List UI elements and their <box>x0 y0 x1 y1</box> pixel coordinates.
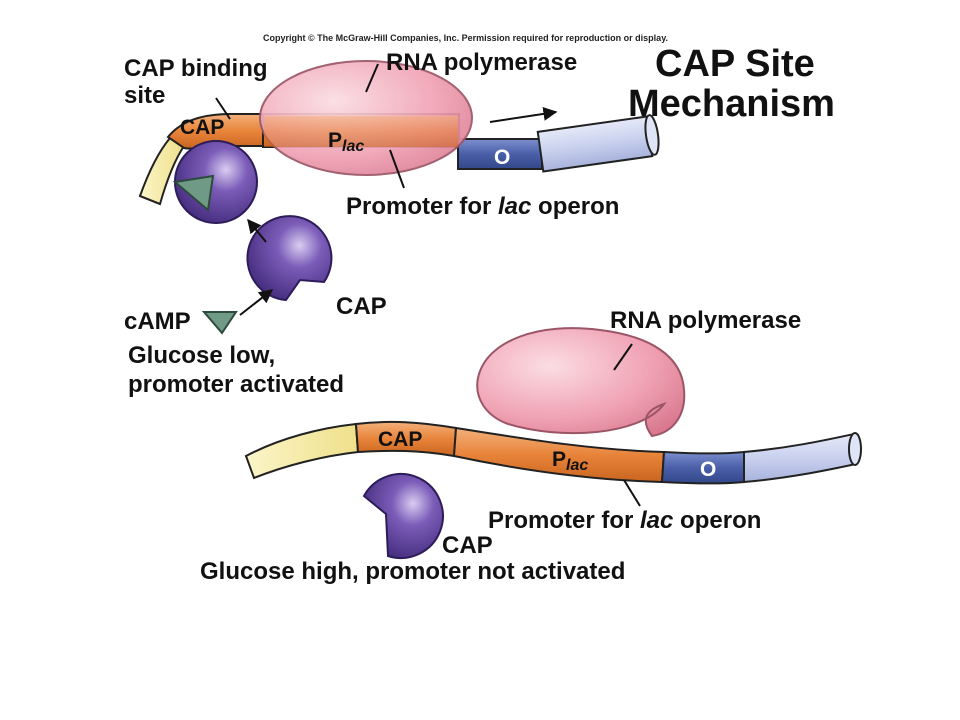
top-free-cap-protein <box>246 215 333 302</box>
bottom-dna-yellow-segment <box>244 422 360 480</box>
top-cap-binding-site-label-line2: site <box>124 82 165 109</box>
top-panel: CAP binding site RNA polymerase CAP Plac… <box>124 49 660 398</box>
top-caption-line1: Glucose low, <box>128 342 275 369</box>
bottom-dna-end <box>848 432 862 466</box>
top-cap-protein-label: CAP <box>336 293 387 320</box>
top-cap-segment-label: CAP <box>180 116 224 139</box>
top-camp-label: cAMP <box>124 308 191 335</box>
top-caption-line2: promoter activated <box>128 371 344 398</box>
top-promoter-label: Promoter for lac operon <box>346 193 619 220</box>
top-operator-label: O <box>494 146 510 169</box>
bottom-caption: Glucose high, promoter not activated <box>200 558 625 585</box>
bottom-rna-polymerase-shape <box>476 327 686 438</box>
bottom-promoter-label: Promoter for lac operon <box>488 507 761 534</box>
top-cap-binding-site-label-line1: CAP binding <box>124 55 268 82</box>
bottom-operator-label: O <box>700 458 716 481</box>
top-transcription-arrow <box>489 106 558 123</box>
top-cap-binding-arrow <box>247 218 267 243</box>
bottom-cap-protein-label: CAP <box>442 532 493 559</box>
diagram-title-line1: CAP Site <box>655 43 815 85</box>
top-free-camp <box>201 311 238 335</box>
bottom-panel: RNA polymerase CAP Plac O Promoter for l… <box>200 307 862 585</box>
top-plac-label: Plac <box>328 129 364 155</box>
bottom-rna-polymerase-label: RNA polymerase <box>610 307 801 334</box>
top-dna-downstream-segment <box>536 115 654 173</box>
top-bound-camp <box>172 174 215 212</box>
bottom-free-cap-protein <box>362 473 444 559</box>
top-camp-binding-arrow <box>239 289 274 316</box>
bottom-dna-downstream-segment <box>743 432 858 484</box>
top-dna-end <box>644 114 660 156</box>
bottom-plac-label: Plac <box>552 448 588 474</box>
top-rna-polymerase-label: RNA polymerase <box>386 49 577 76</box>
copyright-text: Copyright © The McGraw-Hill Companies, I… <box>263 33 668 43</box>
diagram-title-line2: Mechanism <box>628 83 835 125</box>
bottom-cap-segment-label: CAP <box>378 428 422 451</box>
